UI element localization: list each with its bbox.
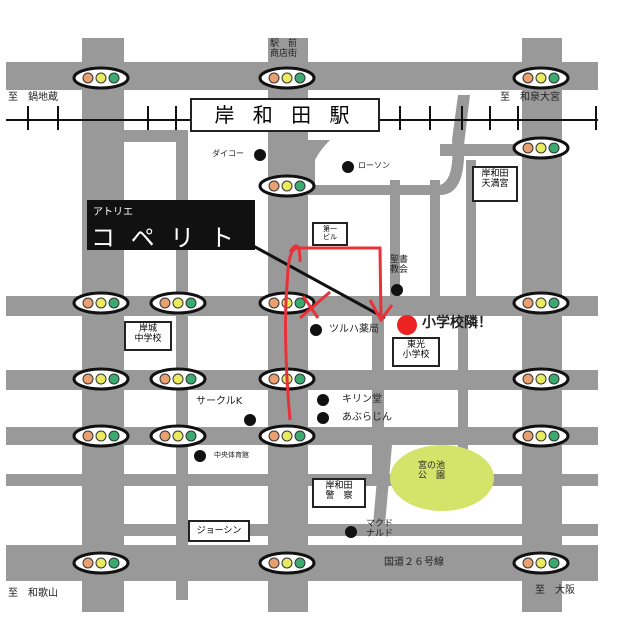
- aburajin-label: あぶらじん: [342, 412, 392, 423]
- park-area: [390, 445, 494, 511]
- chuo-gym-label: 中央体育館: [214, 451, 249, 459]
- traffic-light-icon: [512, 424, 570, 448]
- station-label: 岸 和 田 駅: [190, 98, 380, 132]
- park-label: 宮の池公 園: [418, 461, 446, 481]
- atelier-name-box: アトリエ コ ペ リ ト: [87, 200, 255, 252]
- traffic-light-icon: [72, 551, 130, 575]
- kirindo-label: キリン堂: [342, 394, 382, 405]
- tsuruha-label: ツルハ薬局: [329, 324, 379, 335]
- traffic-light-icon: [149, 424, 207, 448]
- tenmangu-label: 岸和田天満宮: [472, 166, 518, 202]
- landmark-dots: [194, 149, 403, 538]
- callout-line: [234, 234, 386, 320]
- direction-bottom-left: 至 和歌山: [8, 588, 58, 599]
- traffic-light-icon: [512, 136, 570, 160]
- destination-marker-icon: [397, 315, 417, 335]
- daiichi-label: 第一ビル: [312, 222, 348, 246]
- traffic-light-icon: [258, 551, 316, 575]
- traffic-light-icon: [512, 551, 570, 575]
- shotengai-label: 駅 前商店街: [270, 39, 298, 59]
- traffic-light-icon: [72, 291, 130, 315]
- daiko-label: ダイコー: [212, 149, 244, 158]
- x-mark-icon: [299, 290, 331, 320]
- direction-top-right: 至 和泉大宮: [500, 92, 560, 103]
- kishiki-school-label: 岸城中学校: [124, 321, 172, 351]
- circlek-label: サークルK: [196, 396, 243, 407]
- traffic-light-icon: [149, 367, 207, 391]
- direction-bottom-right: 至 大阪: [535, 585, 575, 596]
- route-line: [284, 244, 394, 421]
- seisho-label: 聖書教会: [390, 255, 409, 275]
- joshin-label: ジョーシン: [188, 520, 250, 542]
- traffic-light-icon: [72, 66, 130, 90]
- toko-school-label: 東光小学校: [392, 337, 440, 367]
- mcdonalds-label: マクドナルド: [366, 519, 394, 539]
- lawson-label: ローソン: [358, 161, 390, 170]
- traffic-light-icon: [512, 66, 570, 90]
- callout-text: 小学校隣！: [422, 315, 492, 331]
- traffic-light-icon: [149, 291, 207, 315]
- traffic-light-icon: [512, 367, 570, 391]
- traffic-light-icon: [258, 424, 316, 448]
- traffic-light-icon: [72, 367, 130, 391]
- traffic-light-icon: [258, 174, 316, 198]
- traffic-light-icon: [512, 291, 570, 315]
- police-label: 岸和田警 察: [312, 478, 366, 508]
- traffic-light-icon: [72, 424, 130, 448]
- traffic-light-icon: [258, 66, 316, 90]
- route26-label: 国道２６号線: [384, 557, 444, 568]
- direction-top-left: 至 鍋地蔵: [8, 92, 58, 103]
